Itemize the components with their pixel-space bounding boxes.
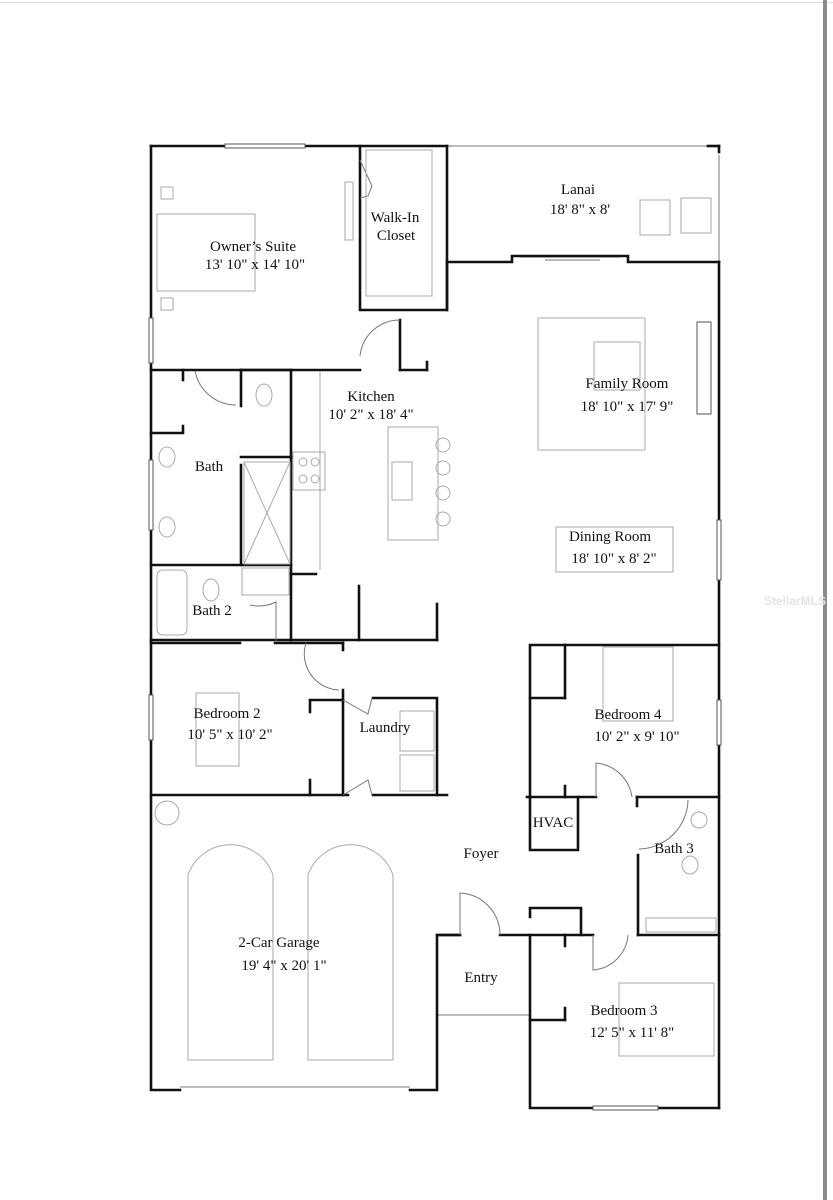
windows [148, 143, 722, 1111]
kitchen-size: 10' 2" x 18' 4" [328, 407, 413, 423]
bedroom-3-size: 12' 5" x 11' 8" [590, 1025, 675, 1041]
toilet-icon [255, 383, 273, 407]
car-icon [187, 844, 274, 1061]
bath-label: Bath [195, 459, 224, 475]
garage-size: 19' 4" x 20' 1" [241, 958, 326, 974]
foyer-label: Foyer [464, 846, 499, 862]
bed-3-icon [618, 982, 715, 1057]
bath-3-label: Bath 3 [654, 841, 694, 857]
bedroom-4-size: 10' 2" x 9' 10" [594, 729, 679, 745]
car-icon [307, 844, 394, 1061]
bed-2-icon [195, 692, 240, 767]
chair-icon [680, 197, 712, 234]
owners-suite-size: 13' 10" x 14' 10" [205, 257, 305, 273]
walls [149, 144, 721, 1110]
bedroom-2-label: Bedroom 2 [193, 706, 260, 722]
owner-bed-icon [156, 213, 256, 292]
bedroom-4-label: Bedroom 4 [594, 707, 662, 723]
family-room-label: Family Room [586, 376, 669, 392]
owners-suite-label: Owner’s Suite [210, 239, 296, 255]
laundry-label: Laundry [360, 720, 411, 736]
right-edge-bar [823, 0, 827, 1200]
dining-room-label: Dining Room [569, 529, 651, 545]
coffee-table-icon [593, 341, 641, 391]
kitchen-island-icon [387, 426, 439, 541]
dining-room-size: 18' 10" x 8' 2" [571, 551, 656, 567]
kitchen-label: Kitchen [347, 389, 395, 405]
sofa-icon [537, 317, 646, 451]
top-border [0, 2, 833, 3]
garage-label: 2-Car Garage [238, 935, 320, 951]
entry-label: Entry [464, 970, 498, 986]
walk-in-closet-label-2: Closet [377, 228, 416, 244]
watermark: StellarMLS [764, 594, 826, 608]
stove-icon [292, 451, 326, 491]
lanai-size: 18' 8" x 8' [550, 202, 611, 218]
family-room-size: 18' 10" x 17' 9" [581, 399, 674, 415]
bed-4-icon [602, 646, 674, 722]
bedroom-3-label: Bedroom 3 [590, 1003, 657, 1019]
tub-3-icon [645, 917, 717, 933]
chair-icon [639, 199, 671, 236]
hvac-label: HVAC [533, 815, 574, 831]
walk-in-closet-label: Walk-In [371, 210, 420, 226]
room-labels: Owner’s Suite 13' 10" x 14' 10" Walk-In … [187, 182, 693, 1041]
bath-2-label: Bath 2 [192, 603, 232, 619]
dining-table-icon [555, 526, 674, 573]
doors [194, 159, 689, 971]
bedroom-2-size: 10' 5" x 10' 2" [187, 727, 272, 743]
furniture [154, 149, 717, 1061]
tub-icon [156, 569, 188, 636]
lanai-label: Lanai [561, 182, 595, 198]
shower-icon [243, 461, 291, 565]
sink-icon [391, 461, 413, 501]
